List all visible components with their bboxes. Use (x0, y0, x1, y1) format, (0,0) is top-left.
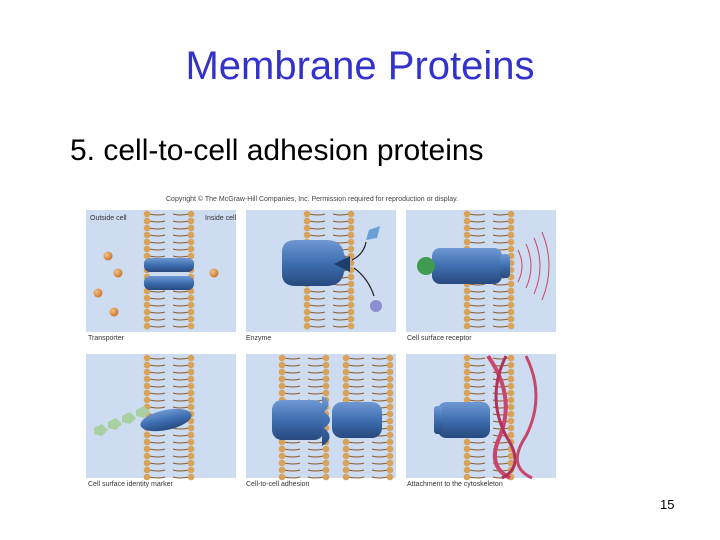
cytoskeleton-filaments (486, 354, 538, 480)
caption-enzyme: Enzyme (246, 335, 272, 342)
molecule-dot (109, 307, 119, 317)
caption-cytoskeleton: Attachment to the cytoskeleton (407, 481, 503, 488)
adhesion-protein-left (272, 396, 330, 446)
page-number: 15 (660, 497, 675, 512)
slide-title: Membrane Proteins (185, 44, 535, 88)
caption-adhesion: Cell-to-cell adhesion (246, 481, 310, 488)
glycoprotein (140, 408, 192, 432)
label-inside-cell: Inside cell (205, 215, 237, 222)
enzyme-protein (282, 240, 350, 286)
bullet-text: 5. cell-to-cell adhesion proteins (70, 134, 484, 167)
molecule-dot (209, 268, 219, 278)
molecule-dot (103, 251, 113, 261)
copyright-notice: Copyright © The McGraw-Hill Companies, I… (166, 196, 459, 203)
carbohydrate-chain (94, 406, 150, 436)
transporter-protein (144, 258, 194, 290)
receptor-protein (432, 248, 510, 284)
label-outside-cell: Outside cell (90, 215, 127, 222)
membrane-protein-figure (86, 210, 556, 481)
substrate-shape (366, 226, 380, 240)
molecule-dot (113, 268, 123, 278)
caption-identity: Cell surface identity marker (88, 481, 173, 488)
anchor-protein (434, 402, 490, 438)
caption-transporter: Transporter (88, 335, 124, 342)
signal-molecule (417, 257, 435, 275)
molecule-dot (93, 288, 103, 298)
product-dot (370, 300, 382, 312)
adhesion-protein-right (332, 402, 382, 438)
caption-receptor: Cell surface receptor (407, 335, 472, 342)
